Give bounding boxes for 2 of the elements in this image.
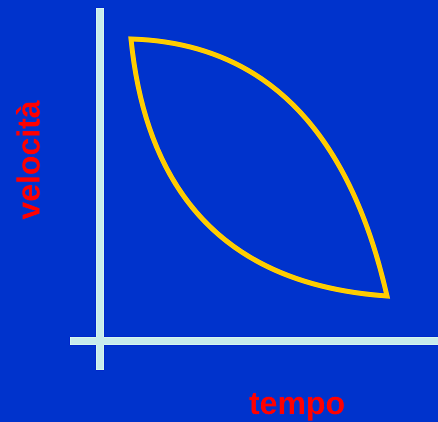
axis-label: tempo xyxy=(249,387,345,419)
axis-label: velocità xyxy=(12,100,44,220)
